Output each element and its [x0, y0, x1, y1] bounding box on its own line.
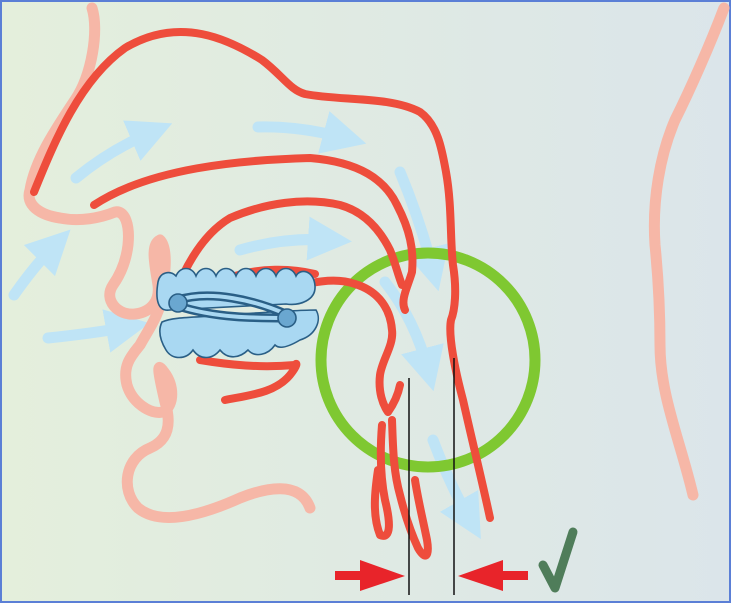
device-pivot-left	[169, 294, 187, 312]
device-pivot-right	[278, 309, 296, 327]
